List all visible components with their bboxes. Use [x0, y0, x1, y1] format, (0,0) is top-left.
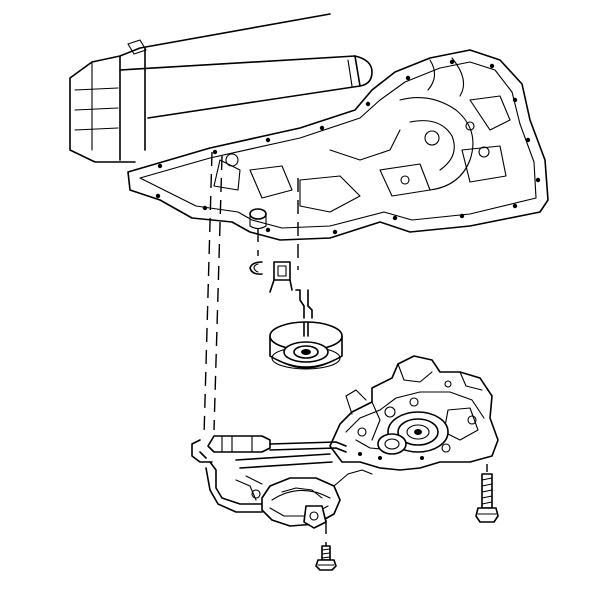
oil-pump	[377, 411, 449, 455]
accumulator-piston	[269, 321, 343, 370]
detent-spring-clip	[295, 289, 313, 319]
dashed-alignment-lines	[203, 151, 488, 546]
long-bolt	[475, 473, 499, 523]
seal-ring	[249, 261, 263, 275]
short-bolt	[315, 545, 337, 571]
manual-shaft-pin	[269, 261, 293, 293]
pipe-assembly	[191, 435, 347, 513]
transaxle-case	[69, 13, 549, 241]
pump-screen	[261, 469, 373, 529]
